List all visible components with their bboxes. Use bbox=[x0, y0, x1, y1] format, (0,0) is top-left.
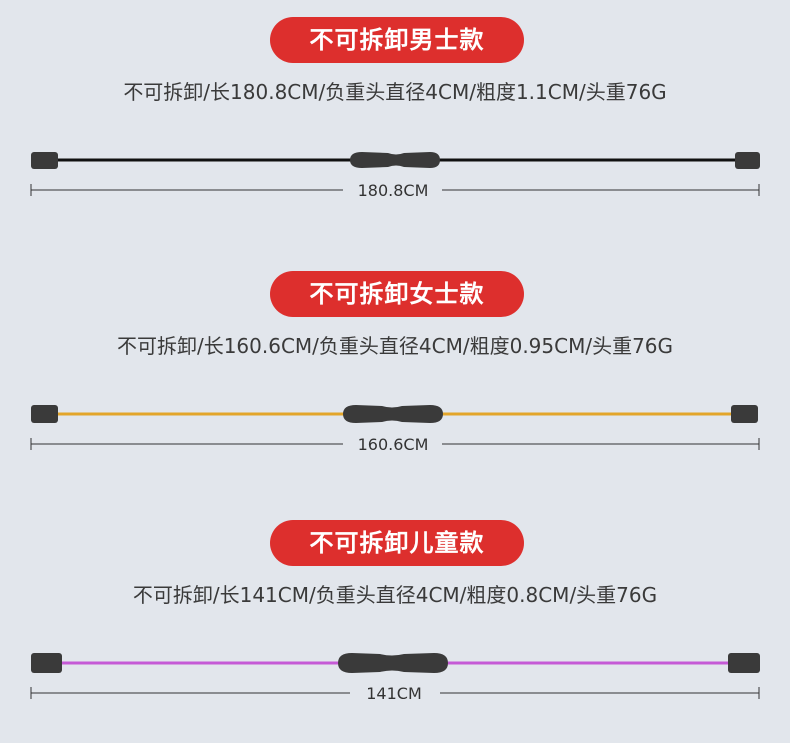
product-women: 不可拆卸女士款 不可拆卸/长160.6CM/负重头直径4CM/粗度0.95CM/… bbox=[0, 254, 790, 494]
center-grip bbox=[338, 653, 448, 673]
product-kids: 不可拆卸儿童款 不可拆卸/长141CM/负重头直径4CM/粗度0.8CM/头重7… bbox=[0, 503, 790, 743]
left-weight-head bbox=[31, 152, 58, 169]
product-title-badge: 不可拆卸儿童款 bbox=[270, 520, 524, 566]
right-weight-head bbox=[731, 405, 758, 423]
length-dimension: 180.8CM bbox=[0, 176, 790, 206]
center-grip bbox=[343, 405, 443, 423]
product-title-badge: 不可拆卸女士款 bbox=[270, 271, 524, 317]
left-weight-head bbox=[31, 653, 62, 673]
right-weight-head bbox=[735, 152, 760, 169]
length-label: 141CM bbox=[366, 684, 422, 703]
rod-illustration bbox=[0, 140, 790, 180]
length-label: 180.8CM bbox=[358, 181, 429, 200]
length-label: 160.6CM bbox=[358, 435, 429, 454]
length-dimension: 141CM bbox=[0, 679, 790, 709]
center-grip bbox=[350, 152, 440, 168]
product-spec-text: 不可拆卸/长141CM/负重头直径4CM/粗度0.8CM/头重76G bbox=[132, 583, 658, 607]
flex-bar-icon bbox=[31, 653, 760, 673]
flex-bar-icon bbox=[31, 152, 760, 169]
right-weight-head bbox=[728, 653, 760, 673]
product-title-badge: 不可拆卸男士款 bbox=[270, 17, 524, 63]
flex-bar-icon bbox=[31, 405, 758, 423]
product-men: 不可拆卸男士款 不可拆卸/长180.8CM/负重头直径4CM/粗度1.1CM/头… bbox=[0, 0, 790, 240]
rod-illustration bbox=[0, 643, 790, 683]
left-weight-head bbox=[31, 405, 58, 423]
rod-illustration bbox=[0, 394, 790, 434]
product-spec-text: 不可拆卸/长180.8CM/负重头直径4CM/粗度1.1CM/头重76G bbox=[123, 80, 667, 104]
product-spec-text: 不可拆卸/长160.6CM/负重头直径4CM/粗度0.95CM/头重76G bbox=[116, 334, 674, 358]
length-dimension: 160.6CM bbox=[0, 430, 790, 460]
